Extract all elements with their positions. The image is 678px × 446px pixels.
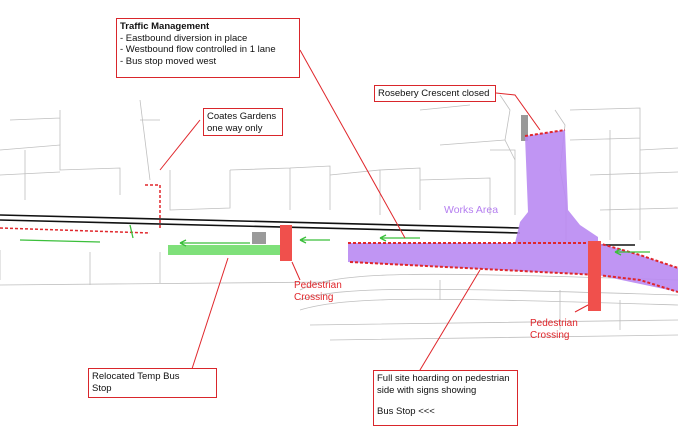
pedestrian-crossing-left (280, 225, 292, 261)
hoarding-line: Full site hoarding on pedestrian (377, 373, 510, 384)
coates-gardens-callout: Coates Gardens one way only (203, 108, 283, 136)
works-area-main-road (348, 243, 678, 292)
hoarding-bus-stop-sign: Bus Stop <<< (377, 406, 435, 417)
works-area-rosebery (515, 130, 598, 243)
traffic-management-line: - Bus stop moved west (120, 55, 217, 67)
label-line: Pedestrian (530, 318, 578, 329)
coates-gardens-line: Coates Gardens (207, 111, 277, 122)
works-area-label: Works Area (444, 204, 499, 216)
label-line: Crossing (530, 330, 570, 341)
pedestrian-crossing-left-label: Pedestrian Crossing (294, 280, 342, 304)
rosebery-crescent-text: Rosebery Crescent closed (378, 88, 490, 99)
building-outlines (0, 94, 678, 341)
rosebery-crescent-callout: Rosebery Crescent closed (374, 85, 496, 102)
traffic-flow-arrows (19, 224, 650, 256)
site-hoarding-callout: Full site hoarding on pedestrian side wi… (373, 370, 518, 426)
relocated-bus-stop-area (168, 245, 283, 255)
label-line: Pedestrian (294, 280, 342, 291)
relocated-bus-stop-callout: Relocated Temp Bus Stop (88, 368, 217, 398)
bus-stop-line: Relocated Temp Bus (92, 371, 180, 382)
callout-leaders (159, 49, 589, 396)
bus-stop-line: Stop (92, 382, 112, 394)
coates-gardens-line: one way only (207, 122, 263, 134)
pedestrian-crossing-right (588, 241, 601, 311)
label-line: Crossing (294, 292, 334, 303)
traffic-management-line: - Westbound flow controlled in 1 lane (120, 44, 276, 55)
traffic-management-line: - Eastbound diversion in place (120, 32, 248, 44)
traffic-management-callout: Traffic Management - Eastbound diversion… (116, 18, 300, 78)
pedestrian-crossing-right-label: Pedestrian Crossing (530, 318, 578, 342)
hoarding-line: side with signs showing (377, 384, 477, 396)
traffic-management-title: Traffic Management (120, 21, 210, 32)
